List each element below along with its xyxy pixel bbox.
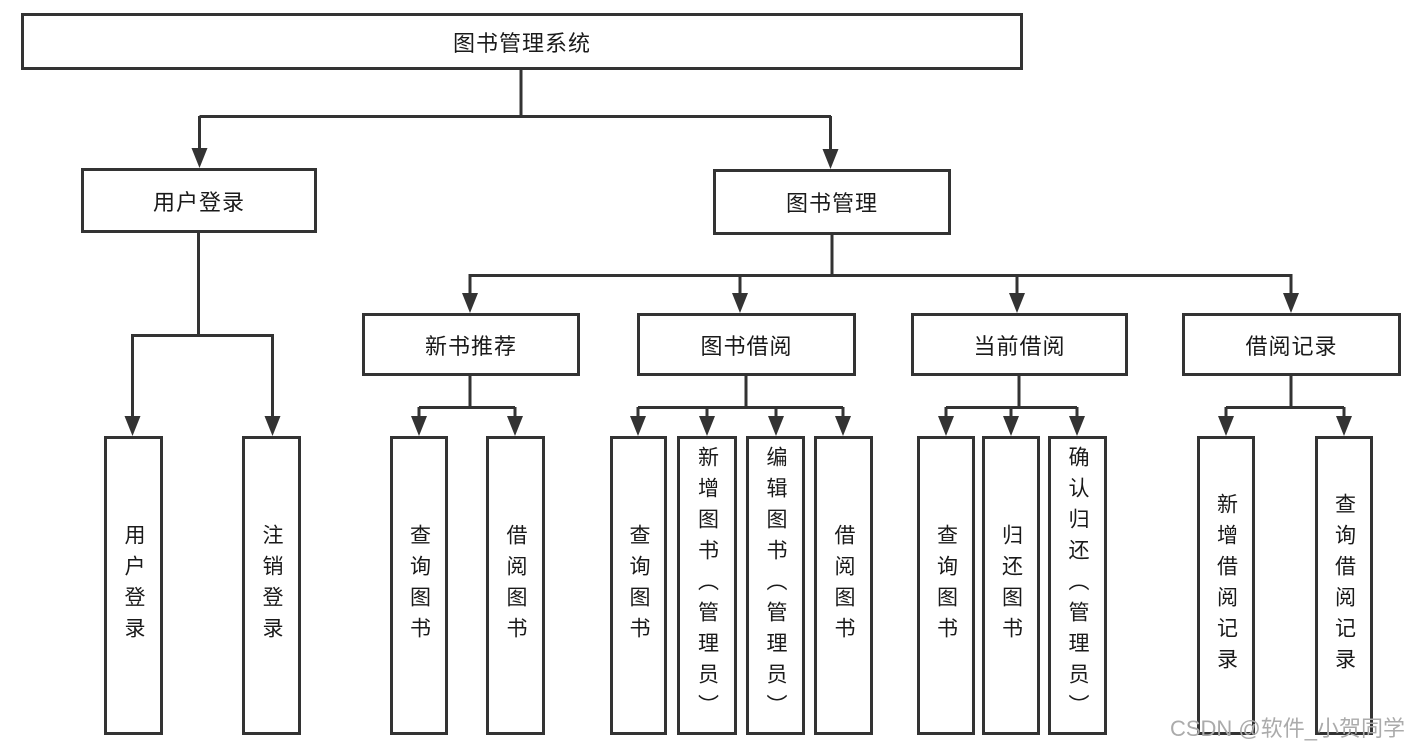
connector-lines: [131, 70, 1346, 418]
leaf-query-books-borrowing: 查询图书: [610, 436, 667, 735]
node-book-borrowing: 图书借阅: [637, 313, 856, 376]
node-library-system: 图书管理系统: [21, 13, 1023, 70]
node-user-login: 用户登录: [81, 168, 317, 233]
leaf-user-login: 用户登录: [104, 436, 163, 735]
leaf-query-borrow-record: 查询借阅记录: [1315, 436, 1373, 735]
leaf-edit-book-admin: 编辑图书（管理员）: [746, 436, 805, 735]
leaf-borrow-books-borrowing: 借阅图书: [814, 436, 873, 735]
watermark: CSDN @软件_小贺同学: [1169, 716, 1405, 741]
node-borrowing-records: 借阅记录: [1182, 313, 1401, 376]
node-current-borrowing: 当前借阅: [911, 313, 1128, 376]
node-new-book-recommend: 新书推荐: [362, 313, 580, 376]
leaf-query-books-recommend: 查询图书: [390, 436, 448, 735]
node-book-management: 图书管理: [713, 169, 951, 235]
leaf-confirm-return-admin: 确认归还（管理员）: [1048, 436, 1107, 735]
leaf-borrow-books-recommend: 借阅图书: [486, 436, 545, 735]
leaf-add-borrow-record: 新增借阅记录: [1197, 436, 1255, 735]
leaf-return-book: 归还图书: [982, 436, 1040, 735]
leaf-add-book-admin: 新增图书（管理员）: [677, 436, 737, 735]
leaf-query-books-current: 查询图书: [917, 436, 975, 735]
leaf-logout: 注销登录: [242, 436, 301, 735]
